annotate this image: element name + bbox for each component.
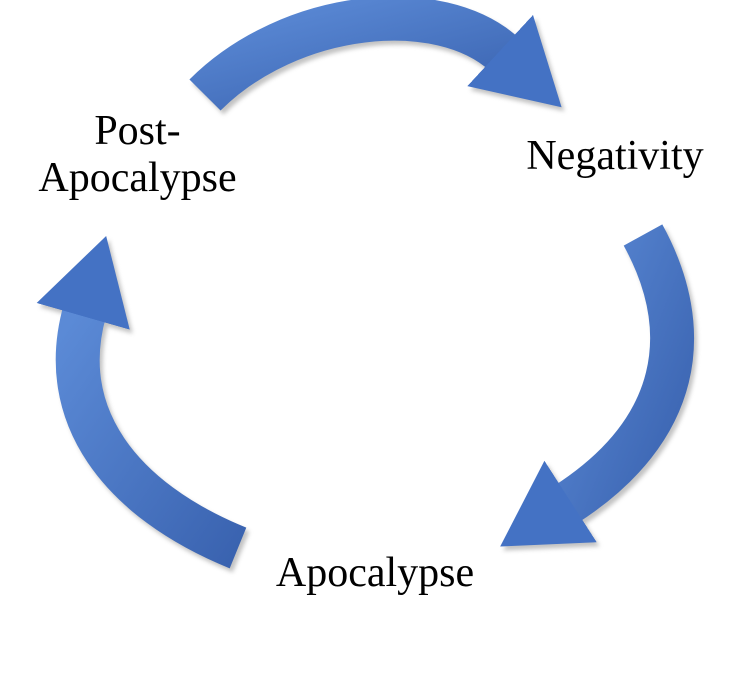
arrow-apocalypse-to-post (36, 235, 247, 569)
node-label-post-line2: Apocalypse (38, 155, 237, 202)
arrow-post-to-negativity (189, 0, 562, 111)
node-label-apocalypse: Apocalypse (275, 550, 475, 596)
node-label-post-apocalypse: Post- Apocalypse (10, 108, 265, 202)
arrow-negativity-to-apocalypse (500, 224, 695, 547)
node-label-post-line1: Post- (94, 108, 181, 154)
node-label-negativity: Negativity (526, 133, 704, 179)
